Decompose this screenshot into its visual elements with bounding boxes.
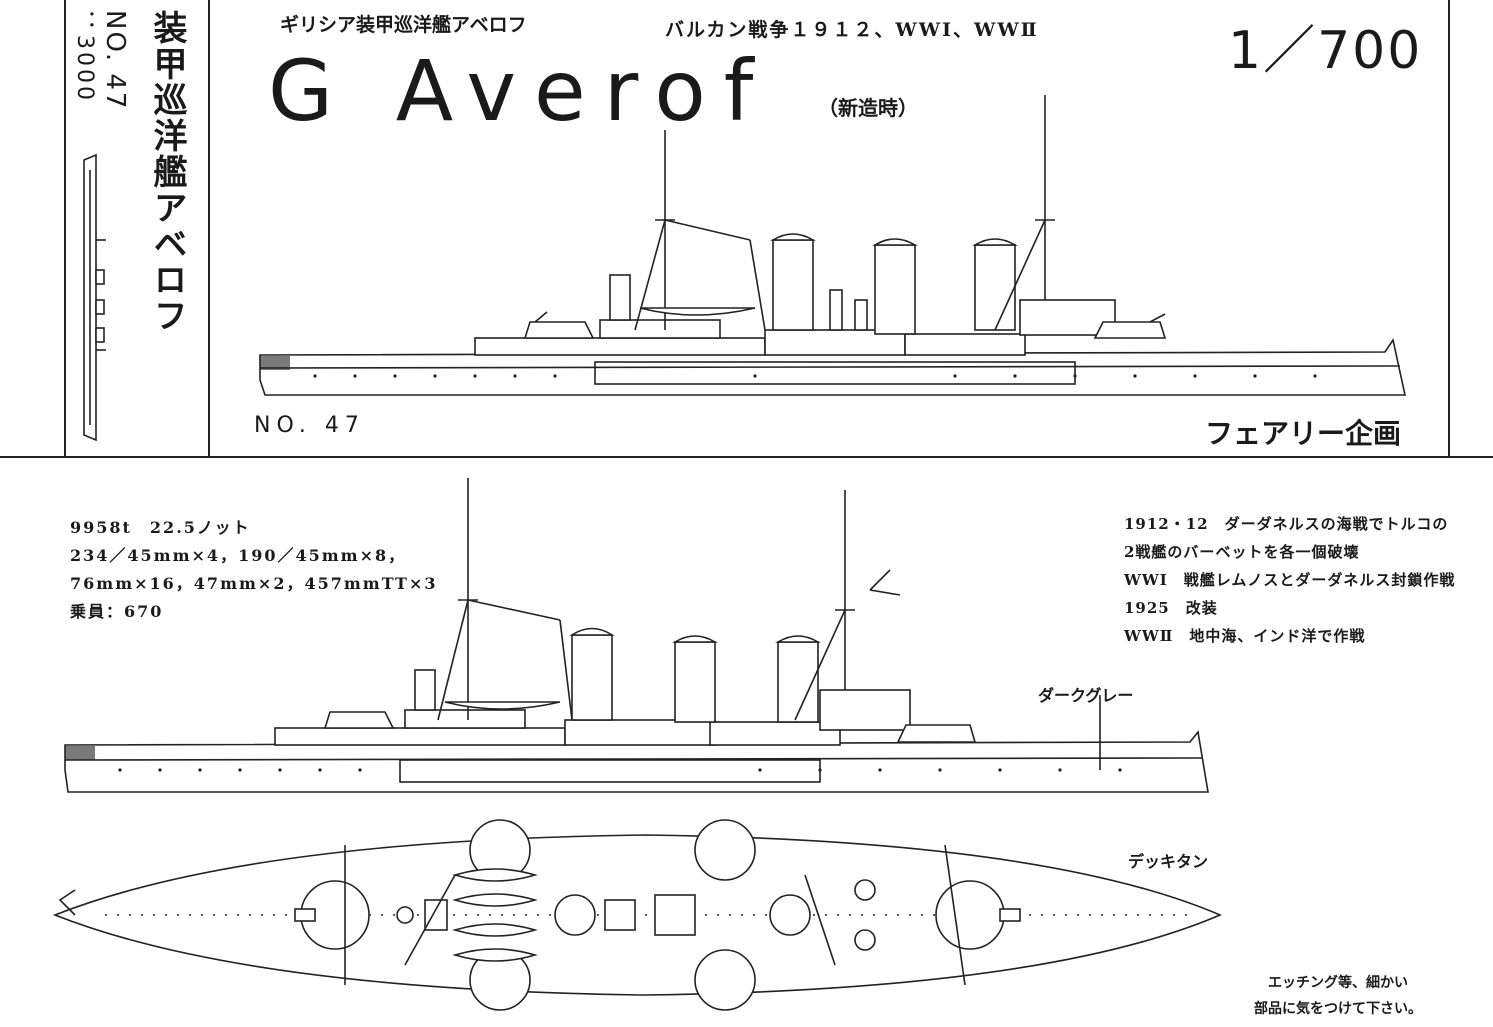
title-note: （新造時） — [818, 96, 918, 120]
etching-note: エッチング等、細かい 部品に気をつけて下さい。 — [1254, 970, 1422, 1022]
spine-ship-illustration — [83, 153, 106, 442]
divider-right-edge — [1448, 0, 1450, 456]
spec-line: 76mm×16，47mm×2，457mmTT×3 — [70, 574, 438, 593]
etching-note-line: エッチング等、細かい — [1268, 975, 1408, 991]
history-line: WWⅡ 地中海、インド洋で作戦 — [1124, 627, 1366, 645]
history-line: 2戦艦のバーベットを各一個破壊 — [1124, 543, 1360, 561]
etching-note-line: 部品に気をつけて下さい。 — [1254, 1001, 1422, 1017]
divider-spine-right — [208, 0, 210, 456]
spec-line: 乗員：670 — [70, 602, 164, 621]
divider-spine-left — [64, 0, 66, 456]
subtitle-right: バルカン戦争１９１２、WWⅠ、WWⅡ — [665, 19, 1039, 41]
maker-name: フェアリー企画 — [1205, 417, 1402, 450]
ship-profile-top — [259, 95, 1406, 396]
spine-price: ：3000 — [72, 10, 97, 103]
history-line: 1925 改装 — [1124, 599, 1218, 617]
history-line: 1912・12 ダーダネルスの海戦でトルコの — [1124, 515, 1449, 533]
service-history: 1912・12 ダーダネルスの海戦でトルコの 2戦艦のバーベットを各一個破壊 W… — [1124, 510, 1455, 650]
ship-profile-bottom — [64, 478, 1209, 793]
kit-number: NO. 47 — [254, 413, 365, 438]
divider-horizontal — [0, 456, 1493, 458]
callout-deck-color: デッキタン — [1128, 852, 1209, 871]
spec-line: 9958t 22.5ノット — [70, 518, 251, 537]
spine-title: 装甲巡洋艦アベロフ — [147, 10, 187, 334]
deck-plan — [52, 819, 1223, 1011]
scale-label: 1／700 — [1228, 21, 1423, 81]
history-line: WWⅠ 戦艦レムノスとダーダネルス封鎖作戦 — [1124, 571, 1456, 589]
ship-title: G Averof — [268, 42, 772, 140]
specifications: 9958t 22.5ノット 234／45mm×4，190／45mm×8， 76m… — [70, 514, 438, 626]
subtitle-left: ギリシア装甲巡洋艦アベロフ — [280, 14, 527, 36]
spine-kit-number: NO. 47 — [100, 10, 130, 111]
spec-line: 234／45mm×4，190／45mm×8， — [70, 546, 407, 565]
callout-hull-color: ダークグレー — [1038, 686, 1134, 705]
